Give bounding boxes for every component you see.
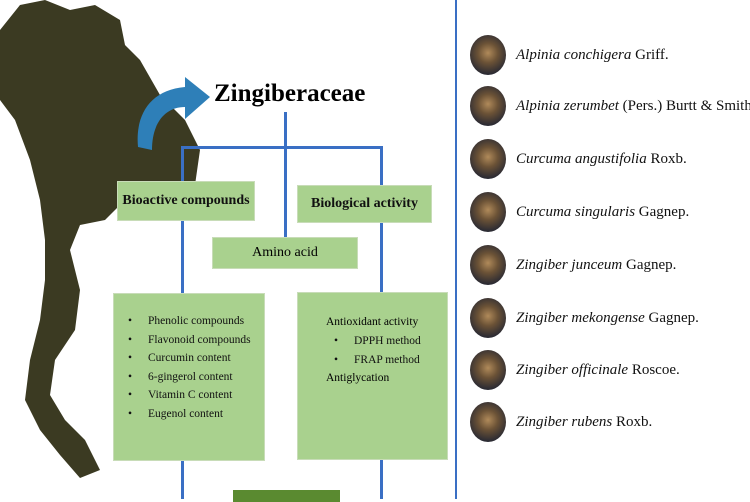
plant-photo (470, 245, 506, 285)
plant-photo (470, 139, 506, 179)
amino-acid-box: Amino acid (212, 237, 358, 269)
plant-photo (470, 192, 506, 232)
bottom-box (233, 490, 340, 502)
plant-photo (470, 402, 506, 442)
bioactive-list-box: Phenolic compounds Flavonoid compounds C… (113, 293, 265, 461)
list-item: Curcumin content (128, 349, 264, 368)
biological-list-box: Antioxidant activity DPPH method FRAP me… (297, 292, 448, 460)
list-item: Vitamin C content (128, 386, 264, 405)
species-item: Alpinia conchigera Griff. (470, 35, 669, 75)
plant-photo (470, 350, 506, 390)
species-item: Zingiber rubens Roxb. (470, 402, 652, 442)
plant-photo (470, 298, 506, 338)
antiglycation-label: Antiglycation (326, 372, 390, 384)
antioxidant-label: Antioxidant activity (326, 316, 419, 328)
species-item: Curcuma angustifolia Roxb. (470, 139, 687, 179)
list-item: DPPH method (334, 332, 447, 351)
list-item: 6-gingerol content (128, 368, 264, 387)
list-item: Phenolic compounds (128, 312, 264, 331)
list-item: Flavonoid compounds (128, 331, 264, 350)
diagram-title: Zingiberaceae (214, 80, 366, 107)
list-item: Eugenol content (128, 405, 264, 424)
plant-photo (470, 35, 506, 75)
connector (284, 112, 287, 238)
bioactive-compounds-box: Bioactive compounds (117, 181, 255, 221)
species-item: Curcuma singularis Gagnep. (470, 192, 689, 232)
connector (181, 146, 383, 149)
biological-activity-box: Biological activity (297, 185, 432, 223)
species-item: Zingiber officinale Roscoe. (470, 350, 680, 390)
species-item: Alpinia zerumbet (Pers.) Burtt & Smith (470, 86, 750, 126)
plant-photo (470, 86, 506, 126)
species-item: Zingiber mekongense Gagnep. (470, 298, 699, 338)
list-item: FRAP method (334, 351, 447, 370)
arrow-icon (137, 77, 210, 150)
divider (455, 0, 457, 499)
species-item: Zingiber junceum Gagnep. (470, 245, 676, 285)
